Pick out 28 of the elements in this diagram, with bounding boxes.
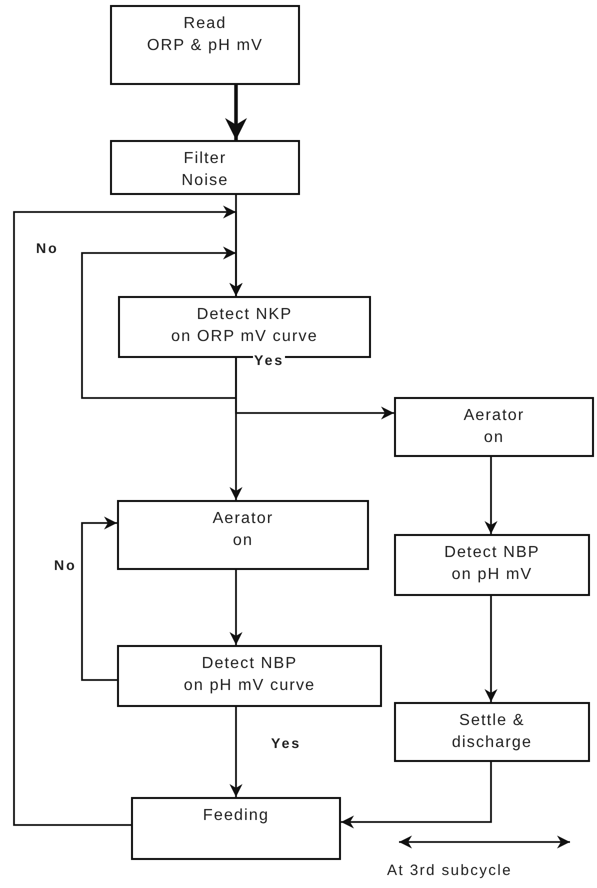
step-label: Settle & discharge	[452, 711, 532, 753]
process-box	[117, 500, 369, 570]
step-label: Aerator on	[212, 509, 274, 551]
arrow	[235, 358, 394, 420]
process-box	[131, 797, 341, 860]
process-box	[117, 645, 382, 707]
arrow	[484, 457, 498, 534]
step-label: Detect NBP on pH mV curve	[184, 654, 316, 696]
arrow	[230, 707, 242, 797]
process-box	[394, 702, 590, 762]
arrow	[81, 246, 242, 399]
step-label: Detect NBP on pH mV	[444, 543, 540, 585]
process-box	[394, 397, 594, 457]
arrow	[484, 596, 498, 702]
process-box	[394, 534, 590, 596]
step-label: Read ORP & pH mV	[146, 14, 264, 56]
arrow	[341, 762, 492, 828]
step-label: Detect NKP on ORP mV curve	[171, 305, 318, 347]
step-label: Aerator on	[464, 406, 524, 448]
edge-label: Yes	[253, 352, 286, 368]
arrow	[81, 516, 117, 681]
step-label: Filter Noise	[182, 149, 228, 191]
step-label: Feeding	[202, 806, 270, 826]
arrow	[225, 85, 247, 140]
process-box	[110, 140, 300, 195]
process-box	[110, 5, 300, 85]
note-label: At 3rd subcycle	[387, 862, 512, 879]
arrow	[230, 570, 242, 645]
